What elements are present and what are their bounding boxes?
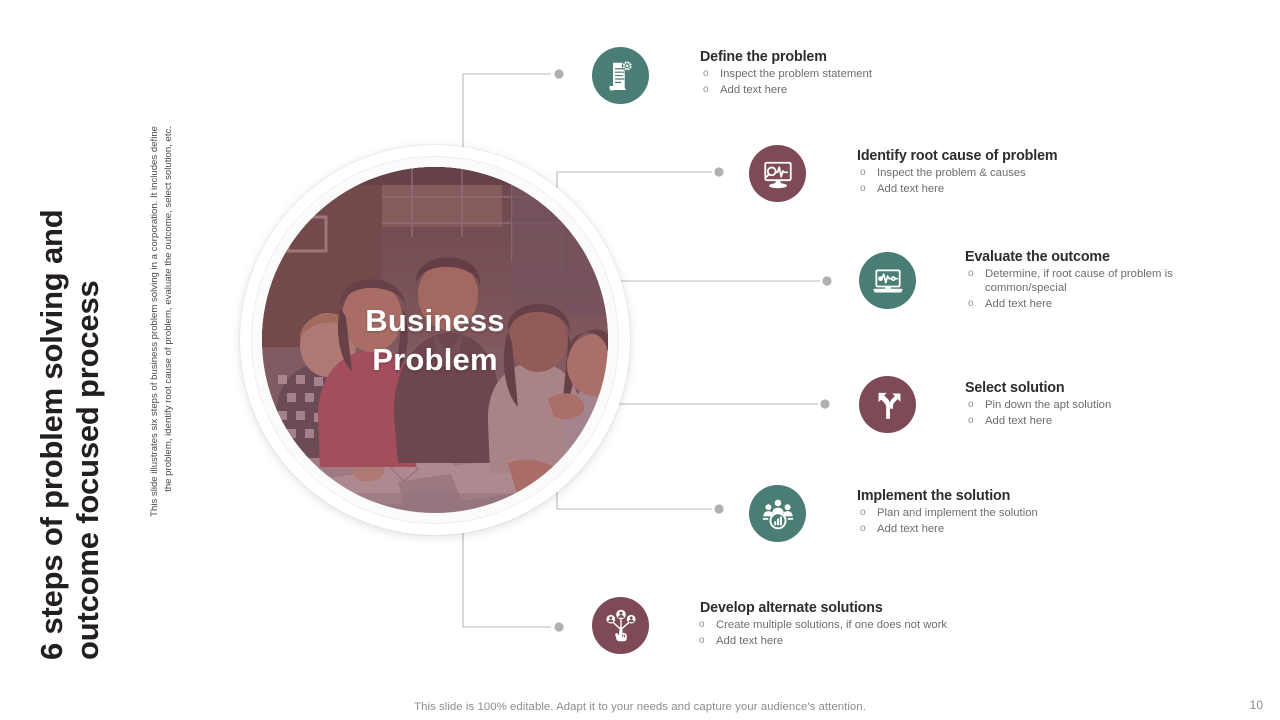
bullet-item: o Inspect the problem statement: [700, 67, 1030, 81]
step-text-define-the-problem: Define the problem o Inspect the problem …: [700, 49, 1030, 97]
bullet-text: Add text here: [877, 523, 945, 536]
step-text-identify-root-cause-of-problem: Identify root cause of problem o Inspect …: [857, 148, 1197, 196]
bullet-item: o Add text here: [857, 182, 1197, 196]
bullet-text: Plan and implement the solution: [877, 507, 1038, 519]
photo-color-overlay: [262, 167, 608, 513]
bullet-marker: o: [968, 267, 974, 279]
bullet-item: o Determine, if root cause of problem is …: [965, 267, 1205, 295]
step-text-implement-the-solution: Implement the solution o Plan and impleme…: [857, 488, 1187, 536]
step-heading: Select solution: [965, 380, 1065, 396]
step-heading: Develop alternate solutions: [700, 600, 883, 616]
page-title: 6 steps of problem solving and outcome f…: [34, 209, 106, 660]
step-text-develop-alternate-solutions: Develop alternate solutions o Create mult…: [699, 600, 1040, 648]
bullet-item: o Create multiple solutions, if one does …: [696, 618, 1040, 632]
bullet-item: o Inspect the problem & causes: [857, 166, 1197, 180]
connector-dot-6: [554, 622, 564, 632]
bullet-item: o Add text here: [696, 634, 1040, 648]
page-number: 10: [1249, 698, 1263, 712]
step-icon-select-solution[interactable]: [859, 376, 916, 433]
connector-dot-2: [714, 167, 724, 177]
bullet-marker: o: [860, 522, 866, 534]
bullet-text: Determine, if root cause of problem is c…: [985, 268, 1173, 295]
bullet-item: o Add text here: [857, 522, 1187, 536]
bullet-text: Add text here: [985, 298, 1053, 311]
bullet-text: Add text here: [716, 635, 784, 648]
bullet-item: o Add text here: [965, 297, 1205, 311]
bullet-marker: o: [860, 506, 866, 518]
bullet-marker: o: [703, 83, 709, 95]
step-heading: Evaluate the outcome: [965, 249, 1110, 265]
step-bullets: o Determine, if root cause of problem is …: [965, 267, 1205, 311]
bullet-marker: o: [968, 414, 974, 426]
bullet-marker: o: [968, 297, 974, 309]
connector-dot-1: [554, 69, 564, 79]
document-gear-icon: [609, 59, 633, 91]
step-icon-identify-root-cause-of-problem[interactable]: [749, 145, 806, 202]
team-chart-icon: [762, 499, 793, 529]
step-icon-define-the-problem[interactable]: [592, 47, 649, 104]
step-text-evaluate-the-outcome: Evaluate the outcome o Determine, if root…: [965, 249, 1205, 311]
bullet-item: o Add text here: [700, 83, 1030, 97]
connector-dot-4: [820, 399, 830, 409]
bullet-text: Pin down the apt solution: [985, 399, 1112, 411]
bullet-text: Create multiple solutions, if one does n…: [716, 619, 948, 631]
bullet-marker: o: [860, 166, 866, 178]
step-icon-evaluate-the-outcome[interactable]: [859, 252, 916, 309]
connector-dot-3: [822, 276, 832, 286]
center-circle: Business Problem: [240, 145, 630, 535]
footer-note: This slide is 100% editable. Adapt it to…: [414, 701, 866, 713]
team-meeting-photo: [262, 167, 608, 513]
bullet-text: Inspect the problem & causes: [877, 167, 1026, 179]
bullet-item: o Pin down the apt solution: [965, 398, 1205, 412]
bullet-text: Add text here: [985, 415, 1053, 428]
laptop-heartbeat-icon: [872, 268, 903, 292]
bullet-item: o Plan and implement the solution: [857, 506, 1187, 520]
step-icon-develop-alternate-solutions[interactable]: [592, 597, 649, 654]
step-text-select-solution: Select solution o Pin down the apt soluti…: [965, 380, 1205, 428]
bullet-text: Add text here: [877, 183, 945, 196]
bullet-text: Add text here: [720, 84, 788, 97]
step-icon-implement-the-solution[interactable]: [749, 485, 806, 542]
step-heading: Identify root cause of problem: [857, 148, 1058, 164]
step-heading: Define the problem: [700, 49, 827, 65]
bullet-item: o Add text here: [965, 414, 1205, 428]
step-heading: Implement the solution: [857, 488, 1011, 504]
hand-choosing-people-icon: [605, 609, 636, 641]
monitor-magnifier-pulse-icon: [763, 161, 792, 188]
fork-arrows-icon: [878, 392, 900, 419]
center-label: Business Problem: [365, 302, 505, 377]
slide-subtitle: This slide illustrates six steps of busi…: [149, 126, 175, 517]
bullet-marker: o: [703, 67, 709, 79]
bullet-marker: o: [699, 634, 705, 646]
bullet-text: Inspect the problem statement: [720, 68, 872, 80]
connector-dot-5: [714, 504, 724, 514]
title-block: 6 steps of problem solving and outcome f…: [34, 60, 154, 660]
connector-6: [462, 527, 551, 628]
bullet-marker: o: [860, 182, 866, 194]
bullet-marker: o: [699, 618, 705, 630]
bullet-marker: o: [968, 398, 974, 410]
step-bullets: o Create multiple solutions, if one does …: [696, 618, 1040, 648]
